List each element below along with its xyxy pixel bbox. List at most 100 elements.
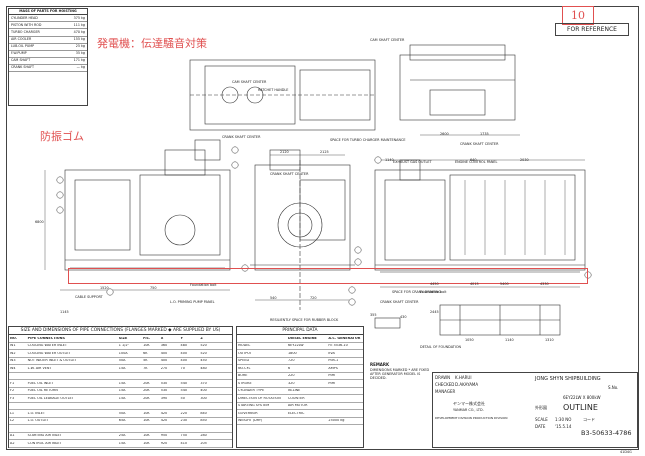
view-label: RESILIENTLY SPACE FOR RUBBER BLOCK: [270, 318, 339, 322]
drawing-number: B3-50633-4786: [581, 429, 632, 437]
table-cell: F2: [10, 389, 15, 393]
table-cell: CONTROL AIR INLET: [27, 441, 62, 445]
table-cell: 530: [160, 381, 168, 385]
dimension-label: 1050: [465, 338, 474, 342]
column-header: SIZE: [118, 336, 128, 340]
table-cell: 15A: [118, 366, 126, 370]
drawing-title-jp: 外形図: [535, 405, 547, 410]
table-cell: W4: [10, 366, 16, 370]
dimension-label: 1145: [60, 310, 69, 314]
column-header: DIESEL ENGINE: [288, 336, 317, 340]
table-cell: MODEL: [238, 344, 251, 348]
table-row: [9, 373, 232, 381]
table-cell: 850: [200, 419, 207, 423]
view-label: L.O. PRIMING PUMP PANEL: [170, 300, 215, 304]
end-view: [254, 164, 351, 271]
table-cell: 450: [200, 359, 207, 363]
table-cell: 410: [180, 441, 188, 445]
principal-table-title: PRINCIPAL DATA: [237, 327, 363, 336]
table-cell: 480: [200, 366, 207, 370]
generator-noise-label: 発電機：伝達騒音対策: [97, 35, 207, 51]
mass-part: TURBO CHARGER: [11, 29, 40, 34]
table-cell: L.O. OUTLET: [27, 419, 49, 423]
table-cell: mm: [328, 374, 336, 378]
mass-value: 25 kg: [75, 44, 85, 48]
table-cell: 390: [160, 396, 168, 400]
table-cell: 25A: [118, 434, 126, 438]
table-cell: 270: [160, 366, 168, 370]
table-cell: STARTING AIR INLET: [27, 434, 62, 438]
date-label: DATE: [535, 424, 546, 429]
right-elevation-view: [374, 169, 586, 271]
table-cell: IN-LINE: [288, 389, 301, 393]
table-cell: COOLING WATER INLET: [27, 344, 67, 348]
table-cell: FUEL OIL LEAKAGE OUTLET: [27, 396, 74, 400]
view-label: Foundation bolt: [190, 283, 217, 287]
antivibration-rubber-label: 防振ゴム: [40, 128, 84, 144]
table-cell: 50A: [118, 359, 126, 363]
table-cell: 400: [180, 359, 188, 363]
table-cell: 6EY22LW: [288, 344, 304, 348]
table-cell: WEIGHT (DRY): [238, 419, 263, 423]
table-cell: 720: [288, 359, 295, 363]
table-cell: 65A: [118, 419, 126, 423]
table-cell: 15A: [118, 389, 126, 393]
table-cell: min-1: [328, 359, 339, 363]
dimension-label: 1310: [545, 338, 554, 342]
table-cell: FUEL OIL RETURN: [27, 389, 58, 393]
table-cell: AIR MOTOR: [288, 404, 308, 408]
column-header: X: [160, 336, 164, 340]
remark-text: DIMENSIONS MARKED * ARE FIXED AFTER GENE…: [370, 368, 430, 381]
table-cell: 220: [180, 411, 188, 415]
scale-label: SCALE: [535, 417, 548, 422]
table-cell: 540: [180, 389, 188, 393]
table-cell: 10K: [143, 411, 150, 415]
dimension-label: 2445: [430, 310, 439, 314]
view-label: CRANK SHAFT CENTER: [460, 142, 499, 146]
table-row: MODEL 6EY22LW FE 5536-10: [237, 343, 363, 351]
table-cell: 300: [200, 396, 207, 400]
dimension-label: 1140: [385, 158, 394, 162]
table-cell: A1: [10, 434, 15, 438]
table-cell: A2: [10, 441, 15, 445]
table-cell: 280: [200, 434, 207, 438]
scale-value: 1:30 NO: [555, 417, 572, 422]
drawing-frame: [6, 6, 639, 450]
table-cell: 15A: [118, 396, 126, 400]
mass-value: 375 kg: [73, 15, 85, 20]
table-cell: 520: [200, 344, 207, 348]
customer-name: JONG SHYN SHIPBUILDING: [535, 376, 601, 382]
view-label: CRANK SHAFT CENTER: [222, 135, 261, 139]
code-label: コード: [583, 417, 595, 422]
mass-value: 155 kg: [73, 36, 85, 41]
table-cell: FE 5536-10: [328, 344, 348, 348]
table-row: WEIGHT (DRY)25000 kg: [237, 418, 363, 426]
mass-value: — kg: [76, 65, 85, 70]
table-cell: NOT WATER INLET & OUTLET: [27, 359, 77, 363]
dimension-label: 2120: [280, 150, 289, 154]
table-cell: 420: [160, 419, 168, 423]
table-cell: 370: [200, 381, 207, 385]
drawn-name: K.HARUI: [455, 375, 472, 380]
table-cell: COOLING WATER OUTLET: [27, 351, 71, 355]
table-cell: 50: [180, 396, 185, 400]
dimension-label: 750: [150, 286, 157, 290]
dimension-label: 1735: [480, 132, 489, 136]
table-cell: L2: [10, 419, 15, 423]
dimension-label: 720: [310, 296, 317, 300]
view-label: CAM SHAFT CENTER: [232, 80, 267, 84]
table-cell: 6K: [143, 351, 148, 355]
